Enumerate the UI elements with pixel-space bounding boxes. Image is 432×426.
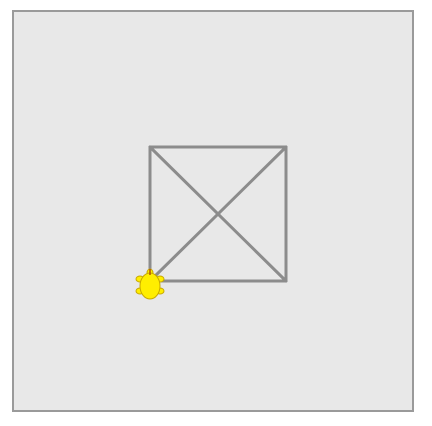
diagonal-line-2: [148, 145, 288, 283]
turtle-icon: [135, 268, 165, 300]
